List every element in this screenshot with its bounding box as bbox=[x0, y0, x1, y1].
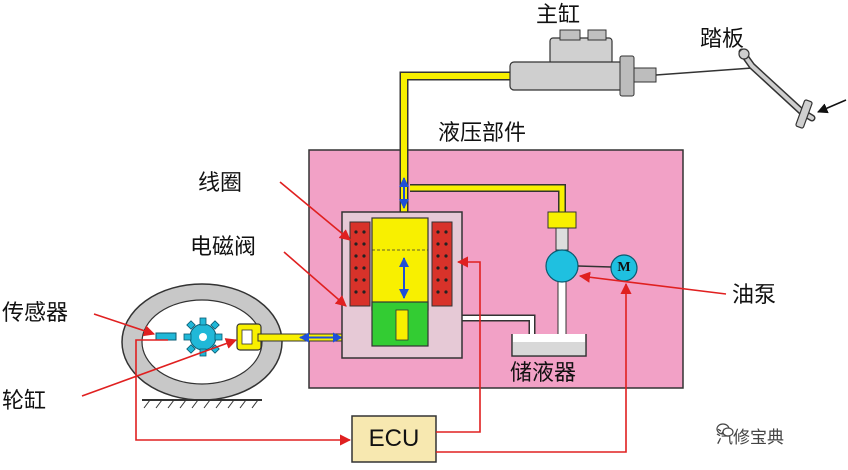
tone-wheel bbox=[183, 317, 223, 357]
push-rod bbox=[655, 67, 753, 76]
label-coil: 线圈 bbox=[198, 171, 243, 196]
master-cylinder bbox=[509, 29, 657, 97]
label-solenoid-valve: 电磁阀 bbox=[190, 235, 257, 260]
solenoid-valve bbox=[341, 177, 463, 359]
watermark: 汽修宝典 bbox=[716, 423, 784, 448]
pump-check-valve bbox=[547, 211, 577, 251]
label-pedal: 踏板 bbox=[700, 27, 745, 52]
label-oil-pump: 油泵 bbox=[732, 283, 777, 308]
label-reservoir: 储液器 bbox=[510, 361, 577, 386]
label-sensor: 传感器 bbox=[2, 301, 69, 326]
ground bbox=[142, 399, 262, 409]
label-arrows bbox=[81, 181, 727, 397]
label-master-cylinder: 主缸 bbox=[536, 3, 581, 28]
label-wheel-cylinder: 轮缸 bbox=[2, 389, 47, 414]
wheel-cylinder bbox=[236, 323, 262, 351]
reservoir bbox=[511, 334, 587, 357]
ecu-wiring bbox=[135, 256, 632, 453]
brake-pedal bbox=[738, 48, 847, 129]
motor-label: M bbox=[617, 260, 631, 275]
chat-bubble-icon bbox=[716, 423, 734, 437]
ecu-label: ECU bbox=[368, 425, 420, 452]
pump-suction-line bbox=[557, 275, 567, 339]
motor-shaft bbox=[577, 265, 612, 268]
label-hydraulic-unit: 液压部件 bbox=[438, 121, 527, 146]
wheel-speed-sensor bbox=[155, 332, 177, 341]
ecu-box bbox=[351, 415, 437, 463]
oil-pump bbox=[545, 249, 579, 283]
